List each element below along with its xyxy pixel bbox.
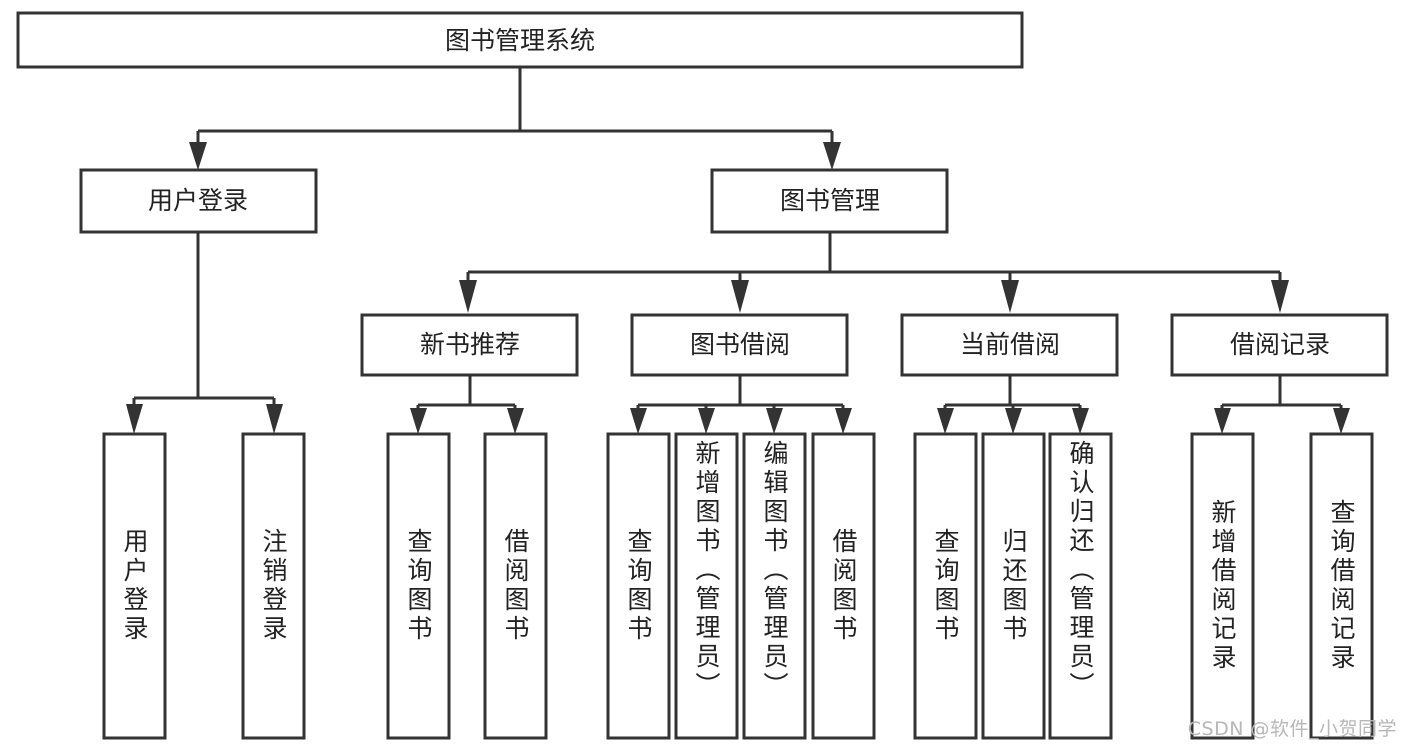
arrowhead-icon xyxy=(630,408,647,434)
leaf-box-book-borrow-1 xyxy=(674,432,739,740)
node-current-borrow: 当前借阅 xyxy=(900,313,1119,377)
node-current-borrow-box xyxy=(900,313,1119,377)
node-user-login: 用户登录 xyxy=(79,168,318,234)
leaf-box-new-book-recommend-0 xyxy=(386,432,451,740)
arrowhead-icon xyxy=(507,408,524,434)
connector-book-management-to-level3 xyxy=(459,232,1289,313)
leaf-box-new-book-recommend-1 xyxy=(483,432,548,740)
arrowhead-icon xyxy=(835,408,852,434)
leaf-box-user-login-1 xyxy=(241,432,306,740)
node-borrow-record-label: 借阅记录 xyxy=(1230,330,1330,359)
arrowhead-icon xyxy=(266,404,283,434)
arrowhead-icon xyxy=(126,404,143,434)
node-book-borrow-label: 图书借阅 xyxy=(690,330,790,359)
arrowhead-icon xyxy=(1072,408,1089,434)
leaf-box-borrow-record-0 xyxy=(1190,432,1255,740)
arrowhead-icon xyxy=(189,142,207,170)
arrowhead-icon xyxy=(937,408,954,434)
node-root-label: 图书管理系统 xyxy=(445,26,595,55)
arrowhead-icon xyxy=(698,408,715,434)
node-book-management: 图书管理 xyxy=(710,168,949,234)
arrowhead-icon xyxy=(731,280,749,313)
leaf-box-current-borrow-2 xyxy=(1048,432,1113,740)
node-user-login-box xyxy=(79,168,318,234)
node-root-box xyxy=(16,11,1024,69)
leaf-box-current-borrow-1 xyxy=(981,432,1046,740)
arrowhead-icon xyxy=(1271,280,1289,313)
node-new-book-recommend-label: 新书推荐 xyxy=(420,330,520,359)
leaf-box-borrow-record-1 xyxy=(1309,432,1374,740)
leaf-box-book-borrow-0 xyxy=(606,432,671,740)
arrowhead-icon xyxy=(823,142,841,170)
node-new-book-recommend-box xyxy=(360,313,579,377)
connector-user-login-to-leaves xyxy=(126,232,283,434)
leaf-box-book-borrow-3 xyxy=(811,432,876,740)
node-book-borrow: 图书借阅 xyxy=(630,313,849,377)
connector-borrow-record-to-leaves xyxy=(1214,375,1350,434)
connector-root-to-level2 xyxy=(189,67,841,170)
csdn-watermark: CSDN @软件_小贺同学 xyxy=(1187,718,1397,740)
connector-book-borrow-to-leaves xyxy=(630,375,852,434)
connector-new-book-recommend-to-leaves xyxy=(410,375,524,434)
node-root: 图书管理系统 xyxy=(16,11,1024,69)
arrowhead-icon xyxy=(1005,408,1022,434)
node-borrow-record: 借阅记录 xyxy=(1170,313,1389,377)
arrowhead-icon xyxy=(1214,408,1231,434)
node-book-management-label: 图书管理 xyxy=(780,186,880,215)
node-new-book-recommend: 新书推荐 xyxy=(360,313,579,377)
node-user-login-label: 用户登录 xyxy=(148,186,248,215)
leaf-box-user-login-0 xyxy=(102,432,167,740)
arrowhead-icon xyxy=(1333,408,1350,434)
arrowhead-icon xyxy=(410,408,427,434)
leaf-box-book-borrow-2 xyxy=(742,432,807,740)
arrowhead-icon xyxy=(1001,280,1019,313)
arrowhead-icon xyxy=(459,280,477,313)
arrowhead-icon xyxy=(766,408,783,434)
node-current-borrow-label: 当前借阅 xyxy=(960,330,1060,359)
connector-current-borrow-to-leaves xyxy=(937,375,1089,434)
leaf-box-current-borrow-0 xyxy=(913,432,978,740)
